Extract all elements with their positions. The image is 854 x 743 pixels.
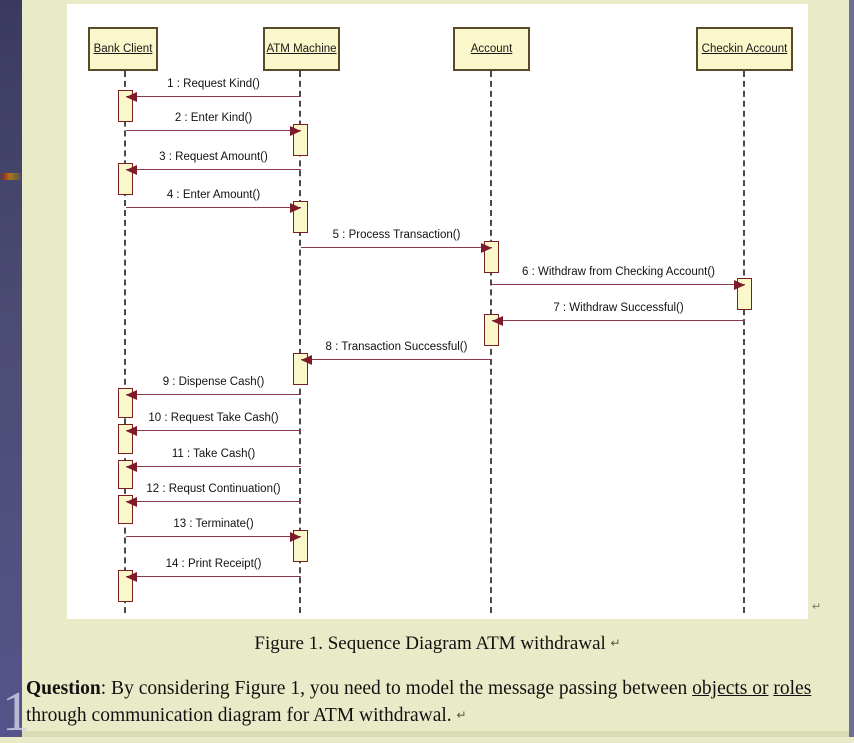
message-arrowhead-3 [126, 164, 137, 175]
message-label-14: 14 : Print Receipt() [165, 558, 262, 570]
message-arrowhead-7 [492, 315, 503, 326]
message-arrowhead-8 [301, 354, 312, 365]
message-arrowhead-4 [290, 202, 301, 213]
message-arrowhead-12 [126, 496, 137, 507]
message-line-7[interactable] [492, 320, 745, 321]
lifeline-header-atm-machine[interactable]: ATM Machine [263, 27, 340, 71]
message-label-13: 13 : Terminate() [173, 518, 254, 530]
message-label-2: 2 : Enter Kind() [174, 112, 253, 124]
lifeline-atm-machine [299, 71, 301, 613]
message-line-8[interactable] [301, 359, 492, 360]
canvas-pilcrow-mark: ↵ [812, 601, 822, 613]
question-underlined-2: roles [773, 678, 812, 699]
message-label-5: 5 : Process Transaction() [332, 229, 461, 241]
question-label: Question [26, 678, 101, 699]
lifeline-checkin-account [743, 71, 745, 613]
message-line-13[interactable] [126, 536, 301, 537]
message-arrowhead-1 [126, 91, 137, 102]
message-label-10: 10 : Request Take Cash() [148, 412, 279, 424]
slide-number: 1 [2, 681, 30, 743]
message-line-2[interactable] [126, 130, 301, 131]
message-line-10[interactable] [126, 430, 301, 431]
question-block: Question: By considering Figure 1, you n… [26, 676, 854, 729]
lifeline-header-account[interactable]: Account [453, 27, 530, 71]
question-text-part2: through communication diagram for ATM wi… [26, 705, 452, 726]
message-arrowhead-9 [126, 389, 137, 400]
figure-caption-text: Figure 1. Sequence Diagram ATM withdrawa… [254, 633, 606, 654]
figure-caption: Figure 1. Sequence Diagram ATM withdrawa… [67, 633, 808, 655]
message-label-9: 9 : Dispense Cash() [162, 376, 265, 388]
message-label-1: 1 : Request Kind() [167, 78, 260, 90]
slide-bottom-strip [22, 731, 854, 737]
lifeline-header-bank-client[interactable]: Bank Client [88, 27, 158, 71]
message-line-14[interactable] [126, 576, 301, 577]
message-line-3[interactable] [126, 169, 301, 170]
message-line-11[interactable] [126, 466, 301, 467]
question-underlined-1: objects or [692, 678, 769, 699]
lifeline-label-atm-machine: ATM Machine [266, 43, 337, 55]
message-arrowhead-11 [126, 461, 137, 472]
message-line-12[interactable] [126, 501, 301, 502]
message-label-7: 7 : Withdraw Successful() [553, 302, 684, 314]
diagram-canvas [67, 4, 808, 619]
message-label-4: 4 : Enter Amount() [166, 189, 261, 201]
message-label-3: 3 : Request Amount() [159, 151, 268, 163]
message-line-5[interactable] [301, 247, 492, 248]
band-artifact-mark [2, 173, 21, 180]
message-label-11: 11 : Take Cash() [171, 448, 256, 460]
slide-right-edge [849, 0, 854, 737]
message-label-12: 12 : Requst Continuation() [146, 483, 281, 495]
message-arrowhead-5 [481, 242, 492, 253]
message-line-9[interactable] [126, 394, 301, 395]
message-arrowhead-6 [734, 279, 745, 290]
message-arrowhead-13 [290, 531, 301, 542]
question-text-part1: : By considering Figure 1, you need to m… [100, 678, 693, 699]
lifeline-label-bank-client: Bank Client [93, 43, 153, 55]
message-line-4[interactable] [126, 207, 301, 208]
message-arrowhead-2 [290, 125, 301, 136]
slide-left-accent-band [0, 0, 22, 737]
message-label-8: 8 : Transaction Successful() [325, 341, 468, 353]
lifeline-label-account: Account [470, 43, 513, 55]
message-line-6[interactable] [492, 284, 745, 285]
message-arrowhead-10 [126, 425, 137, 436]
caption-pilcrow-mark: ↵ [610, 636, 621, 650]
question-pilcrow-mark: ↵ [456, 708, 467, 722]
lifeline-bank-client [124, 71, 126, 613]
sequence-diagram: Bank Client ATM Machine Account Checkin Acc… [88, 27, 793, 613]
message-label-6: 6 : Withdraw from Checking Account() [521, 266, 716, 278]
lifeline-header-checkin-account[interactable]: Checkin Account [696, 27, 793, 71]
message-line-1[interactable] [126, 96, 301, 97]
message-arrowhead-14 [126, 571, 137, 582]
lifeline-label-checkin-account: Checkin Account [701, 43, 788, 55]
